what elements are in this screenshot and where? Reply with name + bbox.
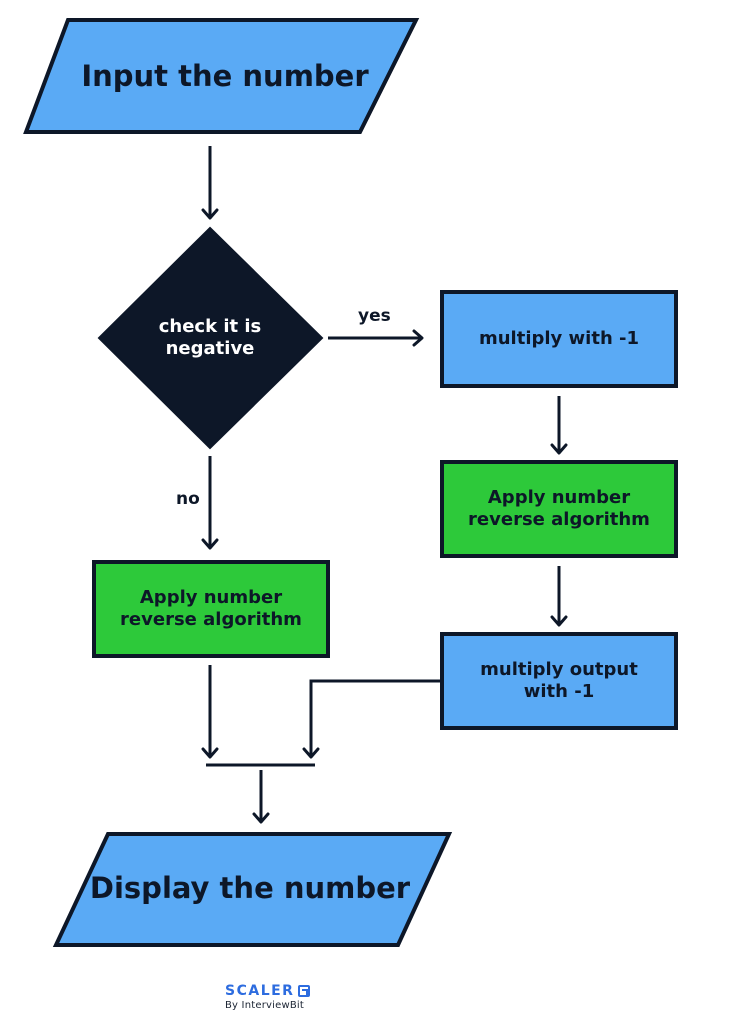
reverse-left-label-line2: reverse algorithm	[120, 609, 302, 630]
multiply-output-node-label: multiply output with -1	[442, 634, 676, 728]
multiply-node-shape	[440, 290, 678, 388]
yes-edge-label: yes	[358, 306, 391, 326]
arrowhead-multiply-output-to-merge	[302, 747, 320, 759]
brand-name: SCALER	[225, 983, 295, 999]
reverse-right-label-line1: Apply number	[487, 486, 631, 508]
display-node-shape	[52, 832, 453, 947]
check-node-shape	[97, 226, 324, 450]
connector-multiply-output-to-merge	[309, 679, 442, 756]
input-node-label: Input the number	[81, 58, 369, 93]
reverse-left-node-shape	[92, 560, 330, 658]
arrowhead-yes	[412, 329, 424, 347]
arrowhead-multiply-to-reverse	[550, 443, 568, 455]
arrowhead-merge-to-display	[252, 812, 270, 824]
arrowhead-no	[201, 538, 219, 550]
arrowhead-reverse-to-multiply-output	[550, 615, 568, 627]
arrowhead-reverse-left-to-merge	[201, 747, 219, 759]
brand-logo: SCALER By InterviewBit	[225, 980, 325, 1011]
check-node-label-line2: negative	[165, 338, 255, 359]
check-node-label-line1: check it is	[158, 315, 262, 337]
display-node-label: Display the number	[89, 870, 411, 905]
reverse-right-node-shape	[440, 460, 678, 558]
no-edge-label: no	[176, 489, 200, 509]
reverse-right-node-label: Apply number reverse algorithm	[442, 462, 676, 556]
brand-mark-icon	[298, 985, 311, 997]
multiply-output-label-line1: multiply output	[480, 658, 638, 680]
multiply-node-label: multiply with -1	[478, 327, 640, 349]
brand-tagline: By InterviewBit	[225, 1000, 305, 1011]
input-node-shape	[23, 18, 420, 134]
reverse-left-label-line1: Apply number	[139, 586, 283, 608]
arrowhead-input-to-check	[201, 208, 219, 220]
check-node-label: check it is negative	[130, 308, 290, 368]
reverse-right-label-line2: reverse algorithm	[468, 509, 650, 530]
multiply-output-label-line2: with -1	[523, 681, 595, 702]
reverse-left-node-label: Apply number reverse algorithm	[94, 562, 328, 656]
